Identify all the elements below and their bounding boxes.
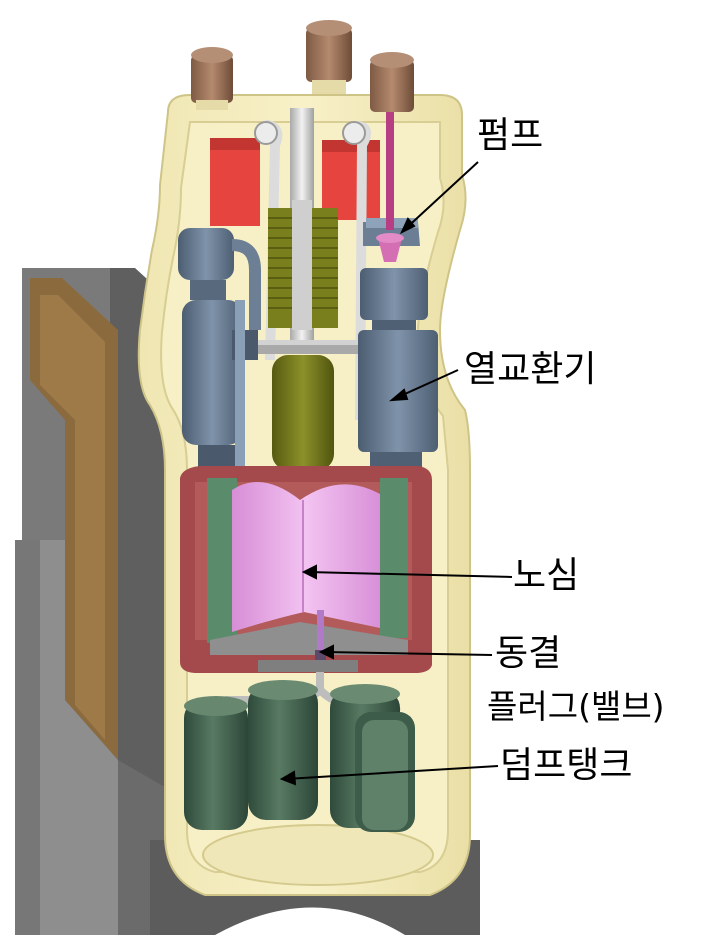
label-freeze-plug-line2: 플러그(밸브) — [487, 687, 665, 726]
label-heat-exchanger: 열교환기 — [464, 349, 597, 390]
dump-tanks — [184, 680, 415, 832]
core-leader-line — [307, 571, 513, 578]
coil-assembly — [268, 200, 338, 330]
olive-tank — [272, 355, 334, 470]
freeze-plug — [258, 610, 358, 672]
pump-leader-line — [401, 161, 479, 233]
dump-tank-leader-line — [285, 765, 499, 780]
label-dump-tank: 덤프탱크 — [500, 745, 633, 786]
freeze-plug-leader-line — [324, 651, 493, 656]
label-core: 노심 — [513, 555, 580, 596]
top-terminals — [191, 20, 414, 112]
core-vessel — [180, 466, 432, 673]
left-blue-assembly — [178, 228, 261, 490]
heat-exchanger-leader-line — [395, 369, 459, 399]
pump-impeller — [376, 112, 404, 262]
core-moderator — [232, 482, 380, 632]
label-freeze-plug-line1: 동결 — [495, 633, 562, 674]
label-pump: 펌프 — [477, 115, 544, 156]
callout-lines — [279, 161, 513, 786]
